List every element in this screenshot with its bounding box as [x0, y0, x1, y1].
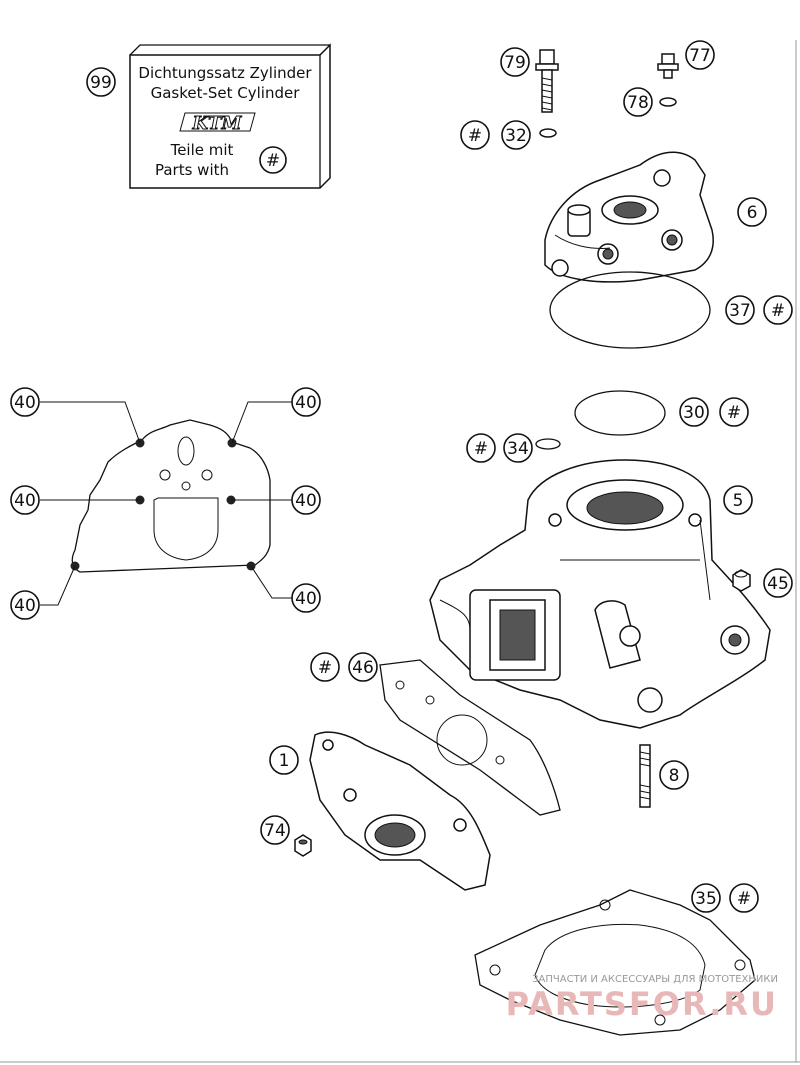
callout-37: 37 # — [725, 295, 793, 325]
callout-30-hash: # — [727, 403, 741, 423]
callout-79-label: 79 — [504, 53, 526, 73]
callout-40-mid-right: 40 — [291, 485, 321, 515]
callout-1-label: 1 — [279, 751, 290, 771]
callout-79: 79 — [500, 47, 530, 77]
callout-8-label: 8 — [669, 766, 680, 786]
callout-30: 30 # — [679, 397, 749, 427]
callout-37-hash: # — [771, 301, 785, 321]
callout-30-label: 30 — [683, 403, 705, 423]
nut-part-74 — [294, 834, 312, 857]
exhaust-gasket — [40, 401, 292, 606]
callout-46-label: 46 — [352, 658, 374, 678]
ktm-logo-text: KTM — [192, 113, 243, 134]
callout-6-label: 6 — [747, 203, 758, 223]
base-gasket-part-35 — [474, 889, 756, 1036]
callout-32-label: 32 — [505, 126, 527, 146]
callout-40-top-left-label: 40 — [14, 393, 36, 413]
intake-flange-part-1 — [309, 731, 491, 891]
callout-35-label: 35 — [695, 889, 717, 909]
gasket-box-hash-symbol: # — [266, 151, 280, 171]
callout-35-hash: # — [737, 889, 751, 909]
callout-78-label: 78 — [627, 93, 649, 113]
nut-part-45 — [732, 569, 751, 592]
gasket-box-line3: Teile mit — [170, 141, 234, 159]
callout-99: 99 — [86, 67, 116, 97]
watermark-subtitle: ЗАПЧАСТИ И АКСЕССУАРЫ ДЛЯ МОТОТЕХНИКИ — [532, 974, 778, 985]
callout-99-label: 99 — [90, 73, 112, 93]
callout-37-label: 37 — [729, 301, 751, 321]
callout-40-top-right-label: 40 — [295, 393, 317, 413]
ktm-logo: KTM — [179, 112, 256, 135]
bolt-part-77 — [657, 53, 679, 79]
gasket-box-line4: Parts with — [155, 161, 229, 179]
callout-35: 35 # — [691, 883, 759, 913]
callout-5: 5 — [723, 485, 753, 515]
callout-40-top-right: 40 — [291, 387, 321, 417]
bolt-part-79 — [535, 49, 559, 113]
callout-40-bottom-right-label: 40 — [295, 589, 317, 609]
callout-6: 6 — [737, 197, 767, 227]
callout-32-hash: # — [468, 126, 482, 146]
callout-40-top-left: 40 — [10, 387, 40, 417]
callout-45-label: 45 — [767, 574, 789, 594]
callout-40-mid-left-label: 40 — [14, 491, 36, 511]
callout-46: # 46 — [310, 652, 378, 682]
callout-77-label: 77 — [689, 46, 711, 66]
callout-40-mid-left: 40 — [10, 485, 40, 515]
callout-1: 1 — [269, 745, 299, 775]
callout-74: 74 — [260, 815, 290, 845]
gasket-box-line2: Gasket-Set Cylinder — [151, 84, 301, 102]
stud-part-8 — [639, 744, 651, 808]
callout-78: 78 — [623, 87, 653, 117]
o-ring-part-34 — [535, 438, 561, 450]
callout-8: 8 — [659, 760, 689, 790]
callout-40-bottom-right: 40 — [291, 583, 321, 613]
callout-34-label: 34 — [507, 439, 529, 459]
callout-34-hash: # — [474, 439, 488, 459]
gasket-box-line1: Dichtungssatz Zylinder — [138, 64, 312, 82]
cylinder-part-5 — [429, 459, 771, 729]
callout-40-mid-right-label: 40 — [295, 491, 317, 511]
callout-40-bottom-left: 40 — [10, 590, 40, 620]
callout-32: # 32 — [460, 120, 531, 150]
callout-77: 77 — [685, 40, 715, 70]
gasket-set-box: Dichtungssatz Zylinder Gasket-Set Cylind… — [129, 43, 331, 189]
callout-74-label: 74 — [264, 821, 286, 841]
o-ring-part-30 — [574, 390, 666, 436]
callout-5-label: 5 — [733, 491, 744, 511]
callout-34: # 34 — [466, 433, 533, 463]
gasket-part-46 — [379, 659, 561, 816]
callout-40-bottom-left-label: 40 — [14, 596, 36, 616]
washer-part-32 — [539, 128, 557, 138]
callout-46-hash: # — [318, 658, 332, 678]
washer-part-78 — [659, 97, 677, 107]
o-ring-part-37 — [549, 271, 711, 349]
callout-45: 45 — [763, 568, 793, 598]
cylinder-head-part-6 — [544, 151, 714, 283]
watermark: ЗАПЧАСТИ И АКСЕССУАРЫ ДЛЯ МОТОТЕХНИКИ PA… — [506, 974, 778, 1023]
watermark-brand: PARTSFOR.RU — [506, 985, 778, 1023]
